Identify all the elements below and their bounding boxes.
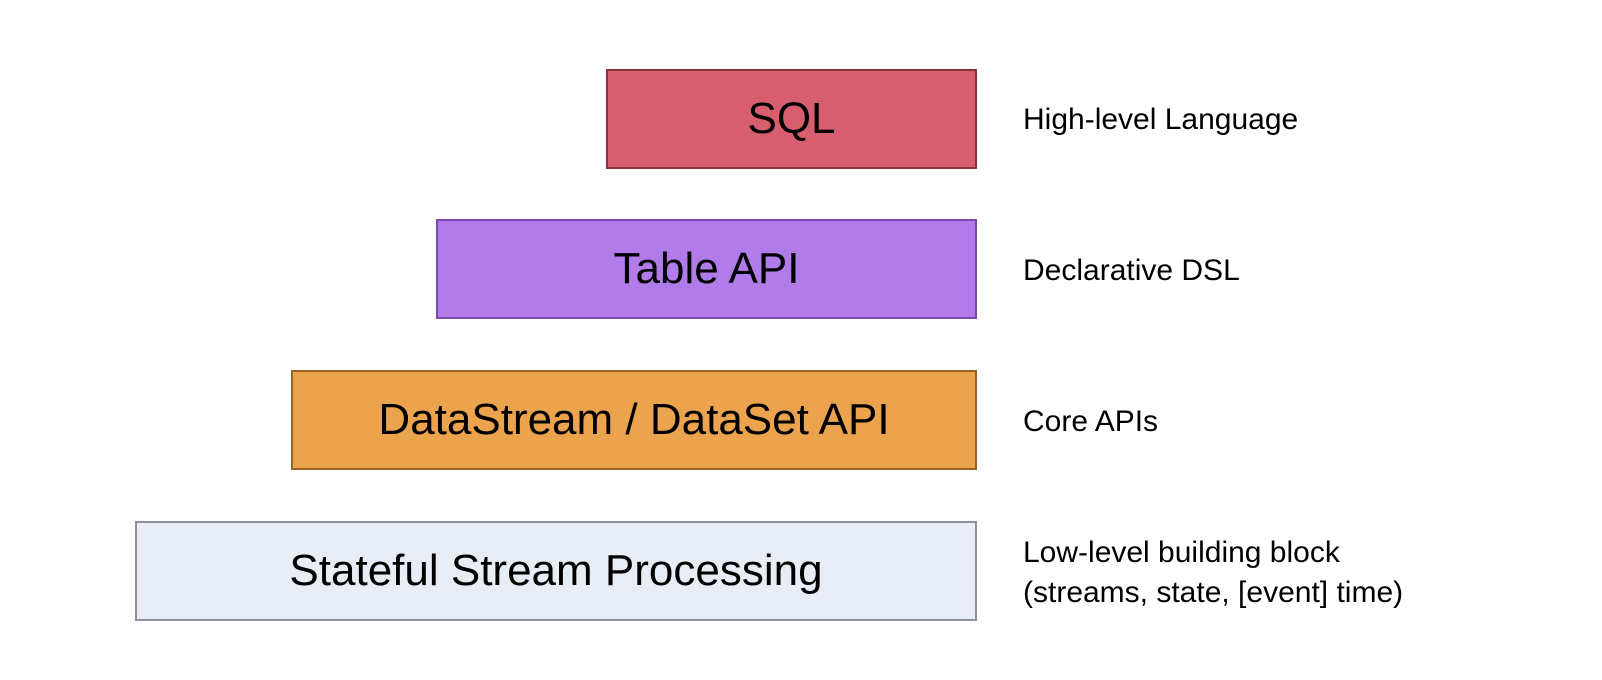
layer-description-stateful: Low-level building block (streams, state… — [1023, 533, 1403, 613]
description-line: High-level Language — [1023, 103, 1299, 136]
layer-label: Stateful Stream Processing — [289, 546, 823, 595]
description-line: Declarative DSL — [1023, 254, 1240, 287]
layer-description-table-api: Declarative DSL — [1023, 251, 1240, 291]
layer-description-core-apis: Core APIs — [1023, 402, 1158, 442]
layer-label: Table API — [613, 244, 800, 293]
layer-label: SQL — [747, 94, 836, 143]
layer-label: DataStream / DataSet API — [378, 395, 890, 444]
description-line: Low-level building block — [1023, 536, 1340, 569]
layer-description-sql: High-level Language — [1023, 100, 1298, 140]
layer-sql: SQL — [606, 69, 977, 169]
description-line: Core APIs — [1023, 405, 1159, 438]
layer-stateful-stream-processing: Stateful Stream Processing — [135, 521, 977, 621]
description-line: (streams, state, [event] time) — [1023, 576, 1404, 609]
layer-datastream-dataset-api: DataStream / DataSet API — [291, 370, 977, 470]
layer-table-api: Table API — [436, 219, 977, 319]
